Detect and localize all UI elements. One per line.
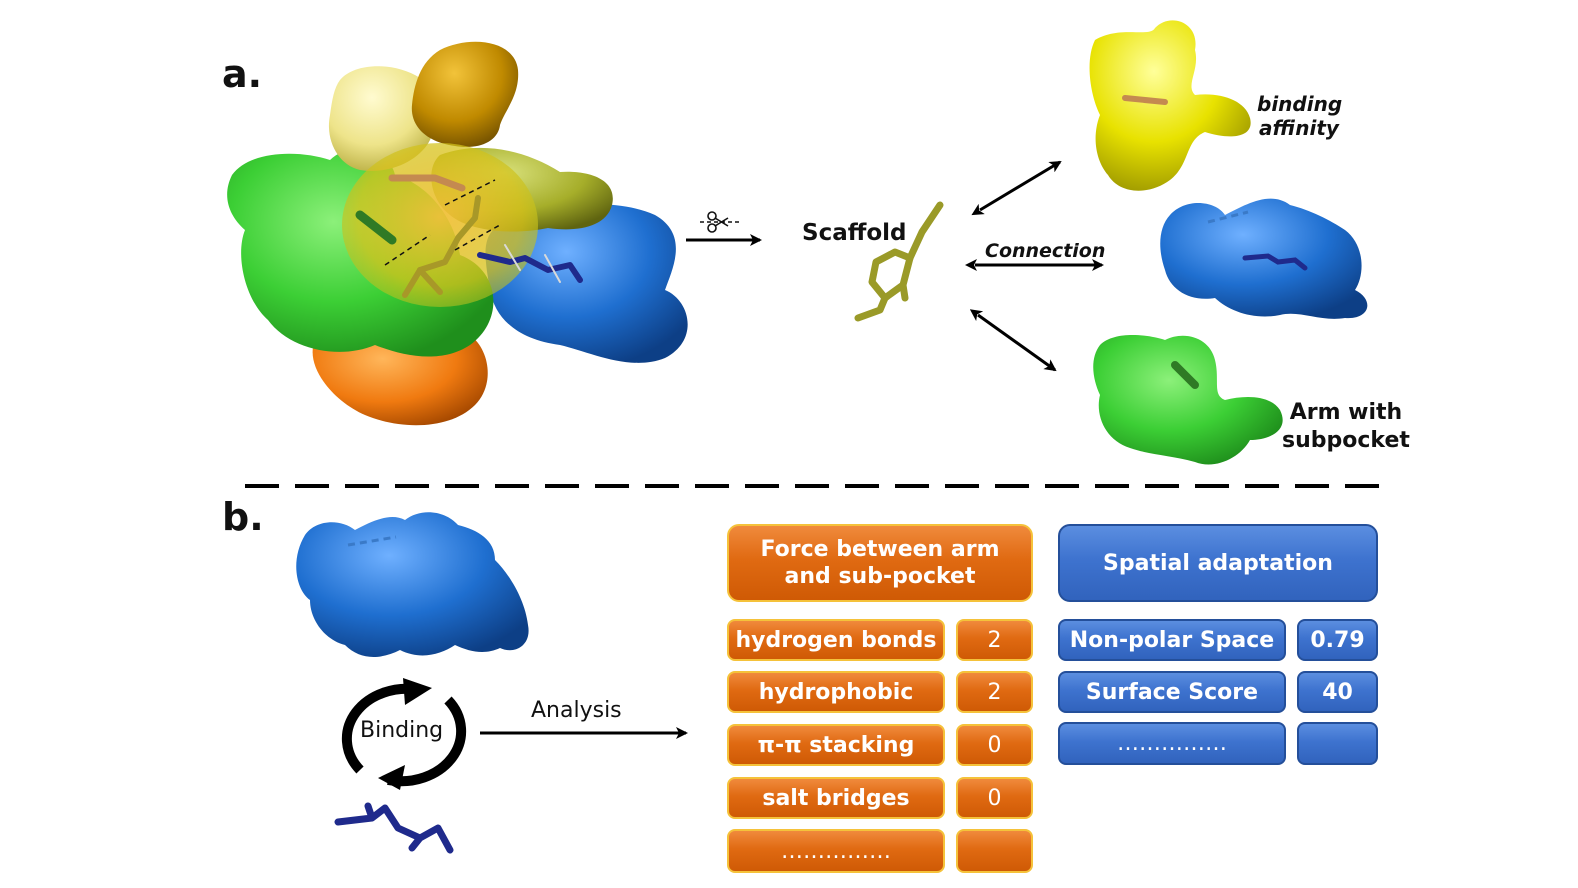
gold-subpocket-surface: [411, 41, 519, 148]
scissors-icon: [700, 211, 740, 233]
force-row-name: hydrogen bonds: [727, 619, 945, 661]
panel-b-label: b.: [222, 495, 264, 539]
ligand-b: [334, 802, 454, 854]
spatial-row-value: 0.79: [1297, 619, 1378, 661]
affinity-line-1: binding: [1257, 92, 1343, 116]
force-row-value: 2: [956, 671, 1033, 713]
blue-subpocket-surface: [485, 204, 688, 363]
spatial-row-value: 40: [1297, 671, 1378, 713]
blue-subpocket: [1160, 198, 1368, 319]
force-row-value-empty: [956, 829, 1033, 873]
arm-with-subpocket-label: Arm with subpocket: [1282, 399, 1410, 455]
binding-cycle-icon: [341, 678, 467, 790]
force-row-name: hydrophobic: [727, 671, 945, 713]
force-table-header: Force between arm and sub-pocket: [727, 524, 1033, 602]
binding-label: Binding: [360, 718, 444, 743]
arm-line-1: Arm with: [1289, 400, 1403, 425]
scaffold-label: Scaffold: [802, 220, 907, 246]
spatial-table-header: Spatial adaptation: [1058, 524, 1378, 602]
ligand-in-pocket: [355, 174, 583, 298]
pale-yellow-subpocket-surface: [328, 66, 437, 171]
blue-subpocket-b: [296, 512, 529, 657]
binding-affinity-label: binding affinity: [1257, 92, 1342, 140]
yellow-subpocket: [1089, 20, 1251, 191]
spatial-row-name: Surface Score: [1058, 671, 1286, 713]
spatial-row-ellipsis: ……………: [1058, 722, 1286, 765]
spatial-row-value-empty: [1297, 722, 1378, 765]
panel-a-label: a.: [222, 52, 263, 96]
force-row-value: 0: [956, 777, 1033, 819]
scaffold-molecule: [854, 201, 944, 322]
cut-marks: [384, 179, 501, 266]
protein-pocket-complex: [227, 41, 688, 426]
affinity-line-2: affinity: [1259, 116, 1339, 140]
arm-line-2: subpocket: [1282, 428, 1410, 453]
connection-arrows: [965, 160, 1104, 372]
force-row-ellipsis: ……………: [727, 829, 945, 873]
central-pocket-core: [342, 143, 538, 307]
force-row-name: salt bridges: [727, 777, 945, 819]
connection-label: Connection: [985, 240, 1106, 262]
force-row-name: π-π stacking: [727, 724, 945, 766]
green-subpocket: [1093, 335, 1283, 465]
cut-arrow: [686, 211, 762, 246]
force-row-value: 0: [956, 724, 1033, 766]
spatial-row-name: Non-polar Space: [1058, 619, 1286, 661]
force-row-value: 2: [956, 619, 1033, 661]
analysis-label: Analysis: [531, 698, 622, 723]
